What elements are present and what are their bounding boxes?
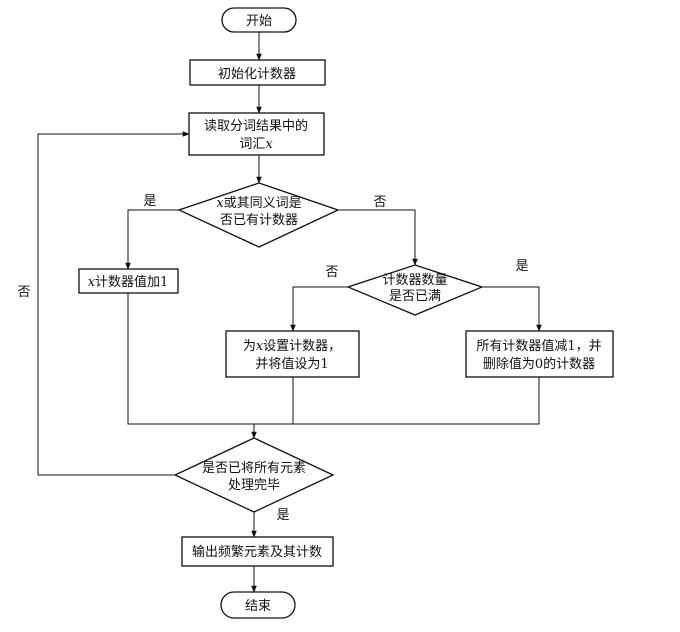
node-read-line2: 词汇x	[239, 137, 273, 152]
decision-counters-full-line2: 是否已满	[389, 289, 441, 304]
node-set-counter-line2: 并将值设为1	[255, 356, 328, 372]
node-init-label: 初始化计数器	[218, 67, 296, 82]
edge-d3-loop-no	[37, 131, 190, 476]
edge-d2-no	[290, 286, 348, 332]
node-start-label: 开始	[246, 14, 272, 29]
label-loop-no: 否	[17, 285, 30, 300]
node-decrement: 所有计数器值减1，并 删除值为0的计数器	[465, 330, 614, 378]
node-decrement-line2: 删除值为0的计数器	[483, 356, 595, 372]
edge-dec-merge	[254, 377, 540, 425]
decision-has-counter: x或其同义词是 否已有计数器	[177, 182, 340, 248]
decision-has-counter-line2: 否已有计数器	[220, 213, 298, 228]
label-d2-no: 否	[325, 265, 338, 280]
node-increment-label: x计数器值加1	[88, 274, 169, 290]
node-read-line1: 读取分词结果中的	[204, 118, 308, 134]
decision-all-processed: 是否已将所有元素 处理完毕	[173, 437, 335, 513]
decision-has-counter-line1: x或其同义词是	[216, 196, 301, 211]
node-set-counter-line1: 为x设置计数器，	[243, 339, 341, 354]
decision-counters-full-line1: 计数器数量	[382, 273, 447, 288]
label-d3-yes: 是	[276, 508, 289, 523]
decision-all-processed-line2: 处理完毕	[228, 478, 280, 493]
node-output-label: 输出频繁元素及其计数	[192, 544, 322, 560]
edge-labels: 是 否 否 是 否 是	[17, 194, 528, 523]
node-increment: x计数器值加1	[78, 268, 179, 294]
label-d1-no: 否	[373, 195, 386, 210]
node-output: 输出频繁元素及其计数	[181, 536, 334, 567]
node-end-label: 结束	[245, 599, 271, 614]
node-read: 读取分词结果中的 词汇x	[188, 112, 325, 156]
node-set-counter: 为x设置计数器， 并将值设为1	[225, 330, 360, 378]
connectors	[37, 32, 542, 593]
decision-all-processed-line1: 是否已将所有元素	[202, 461, 306, 476]
label-d2-yes: 是	[515, 259, 528, 274]
label-d1-yes: 是	[143, 194, 156, 209]
edge-d2-yes	[482, 286, 542, 332]
node-init: 初始化计数器	[189, 59, 326, 86]
node-start: 开始	[221, 7, 297, 33]
decision-counters-full: 计数器数量 是否已满	[346, 264, 484, 316]
node-end: 结束	[220, 591, 296, 619]
edge-d1-yes	[125, 209, 179, 270]
edge-d1-no	[338, 209, 418, 266]
node-decrement-line1: 所有计数器值减1，并	[476, 338, 601, 354]
edge-inc-merge	[127, 293, 254, 425]
